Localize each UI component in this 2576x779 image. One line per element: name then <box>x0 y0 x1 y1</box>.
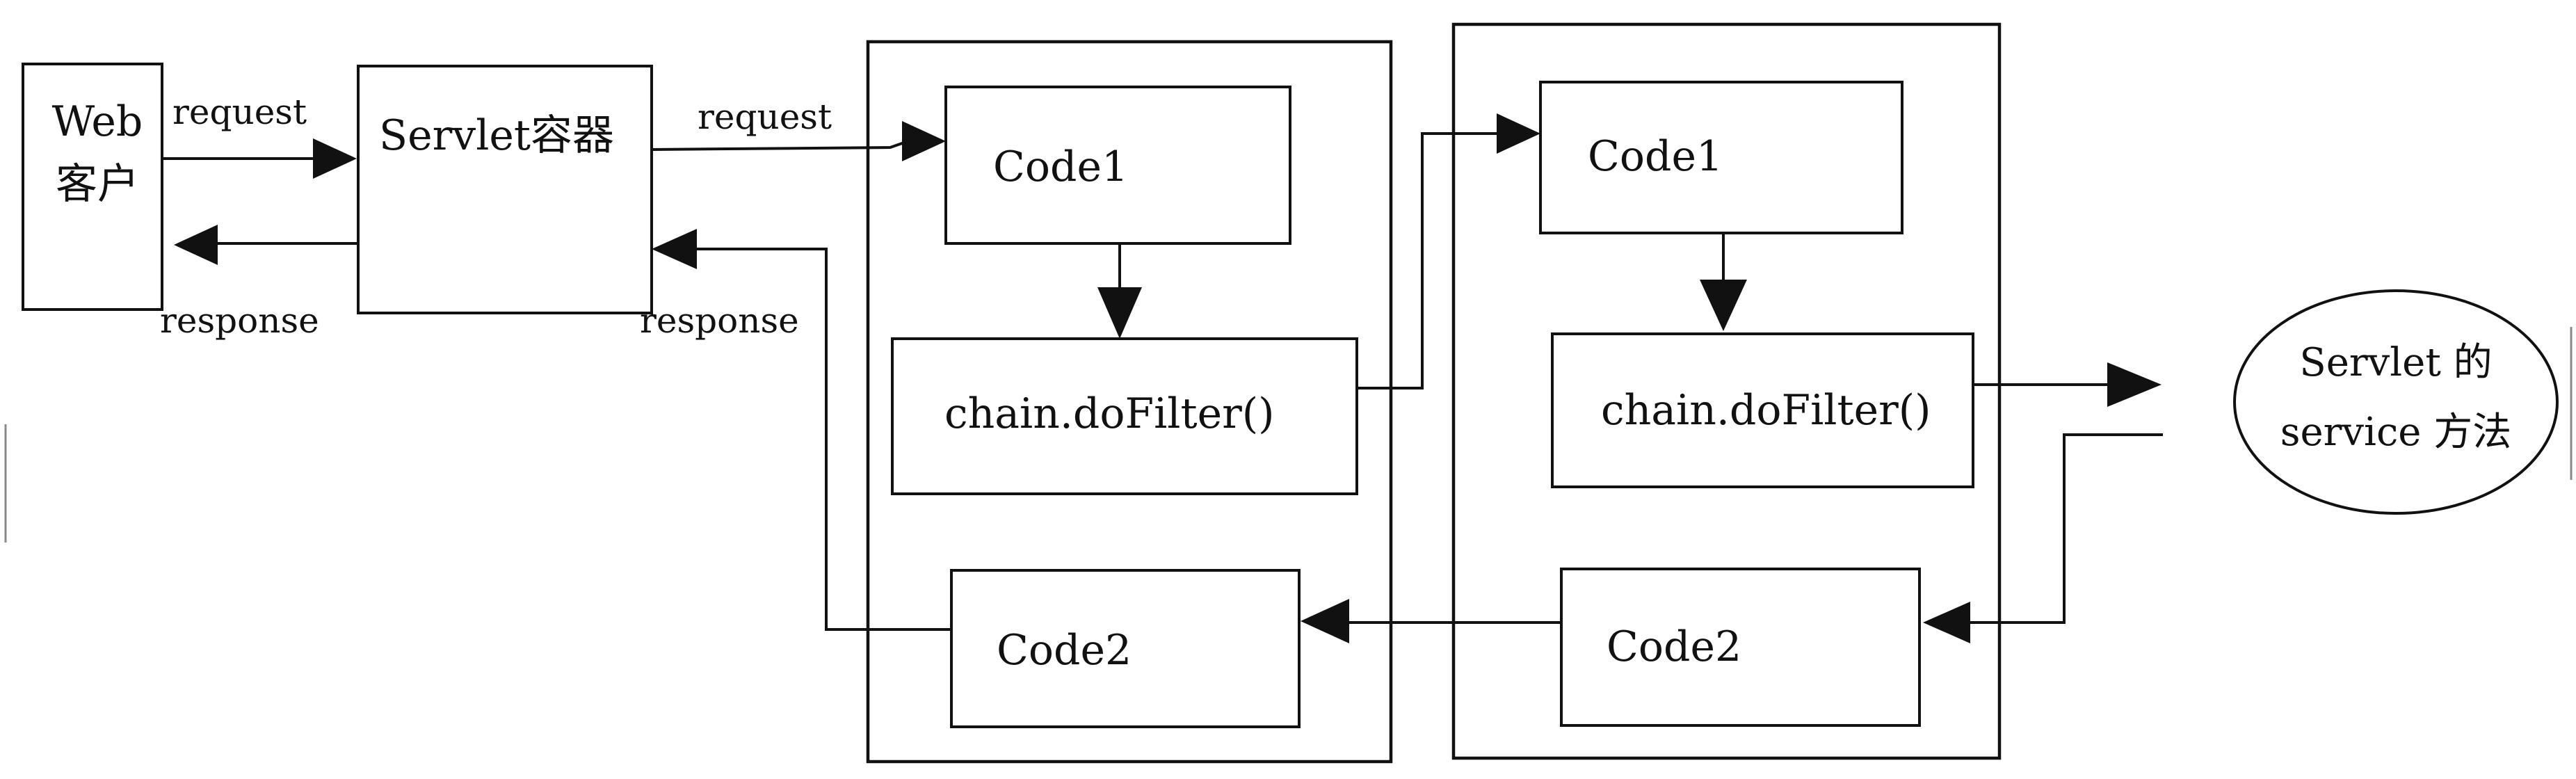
filter2-code1-box <box>1539 81 1903 234</box>
service-to-filter2-arrow <box>1923 602 1970 643</box>
servlet-container-box <box>357 65 653 314</box>
servlet-service-ellipse <box>2233 289 2559 515</box>
client-to-container-arrow <box>313 138 357 179</box>
filter2-to-filter1-return-arrow <box>1301 599 1349 643</box>
filter-to-container-arrow <box>652 229 697 269</box>
filter1-code1-to-dofilter-arrow <box>1097 287 1142 339</box>
filter1-code2-label: Code2 <box>997 626 1132 675</box>
container-to-filter-arrow <box>902 121 946 161</box>
filter2-code2-box <box>1560 568 1921 727</box>
filter2-dofilter-box <box>1551 332 1974 488</box>
filter-to-container-label: response <box>640 300 799 341</box>
web-client-box <box>22 63 163 311</box>
container-to-client-arrow <box>174 225 218 265</box>
filter1-to-filter2-line <box>1357 132 1502 390</box>
container-to-client-label: response <box>160 300 319 341</box>
filter2-dofilter-label: chain.doFilter() <box>1601 386 1931 435</box>
filter2-code1-label: Code1 <box>1588 132 1723 181</box>
filter1-to-filter2-arrow <box>1497 113 1540 154</box>
filter1-dofilter-label: chain.doFilter() <box>944 390 1275 438</box>
filter-to-container-line <box>695 248 951 631</box>
client-to-container-label: request <box>172 92 307 132</box>
filter2-frame <box>1451 22 2002 760</box>
filter1-code1-box <box>944 86 1291 245</box>
filter2-code2-label: Code2 <box>1607 623 1741 671</box>
service-to-filter2-line <box>1961 433 2163 624</box>
web-client-label-line2: 客户 <box>56 160 139 209</box>
servlet-container-label: Servlet容器 <box>379 111 614 160</box>
filter1-code1-label: Code1 <box>993 143 1128 191</box>
servlet-service-label-line1: Servlet 的 <box>2299 340 2492 385</box>
filter2-code1-to-dofilter-arrow <box>1700 280 1747 331</box>
web-client-label-line1: Web <box>52 97 143 146</box>
container-to-filter-line <box>651 141 905 151</box>
servlet-service-label-line2: service 方法 <box>2280 410 2512 455</box>
filter1-dofilter-box <box>891 337 1358 495</box>
filter1-code2-box <box>950 569 1301 728</box>
filter2-to-service-arrow <box>2107 362 2162 407</box>
filter1-frame <box>866 40 1393 764</box>
container-to-filter-label: request <box>698 97 832 137</box>
